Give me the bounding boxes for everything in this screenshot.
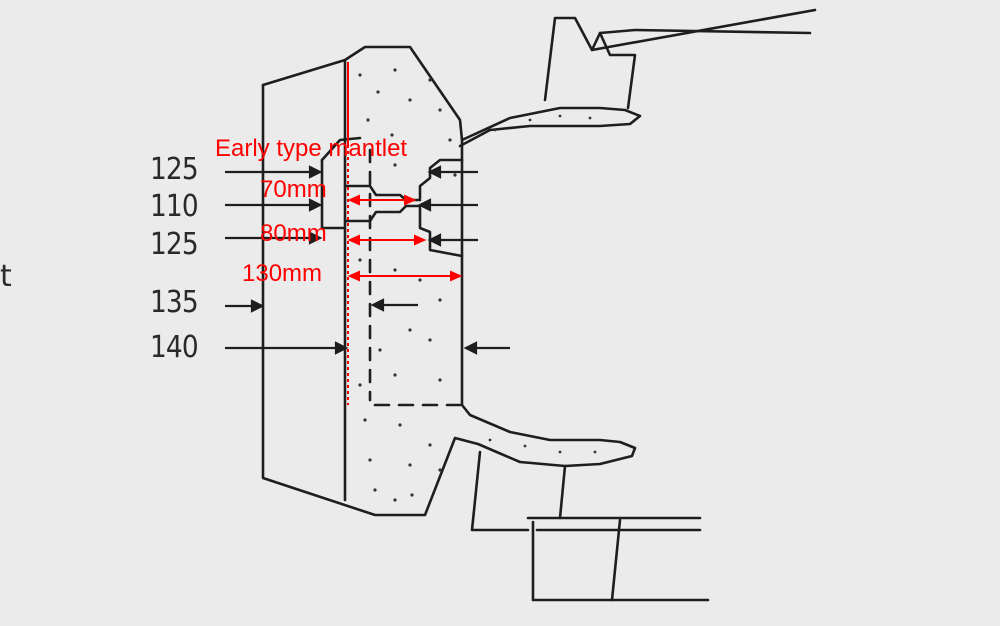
dimension-label-130mm: 130mm (242, 260, 323, 287)
thickness-label-110: 110 (150, 189, 199, 224)
thickness-label-135: 135 (150, 285, 199, 320)
outer-shield-outline (261, 83, 642, 517)
thickness-label-140: 140 (150, 330, 199, 365)
dimension-label-70mm: 70mm (260, 176, 327, 203)
dimension-label-80mm: 80mm (260, 220, 327, 247)
thickness-label-125-bottom: 125 (150, 227, 199, 262)
cropped-letter: t (0, 259, 12, 294)
diagram-title: Early type mantlet (215, 135, 408, 162)
thickness-label-125-top: 125 (150, 152, 199, 187)
